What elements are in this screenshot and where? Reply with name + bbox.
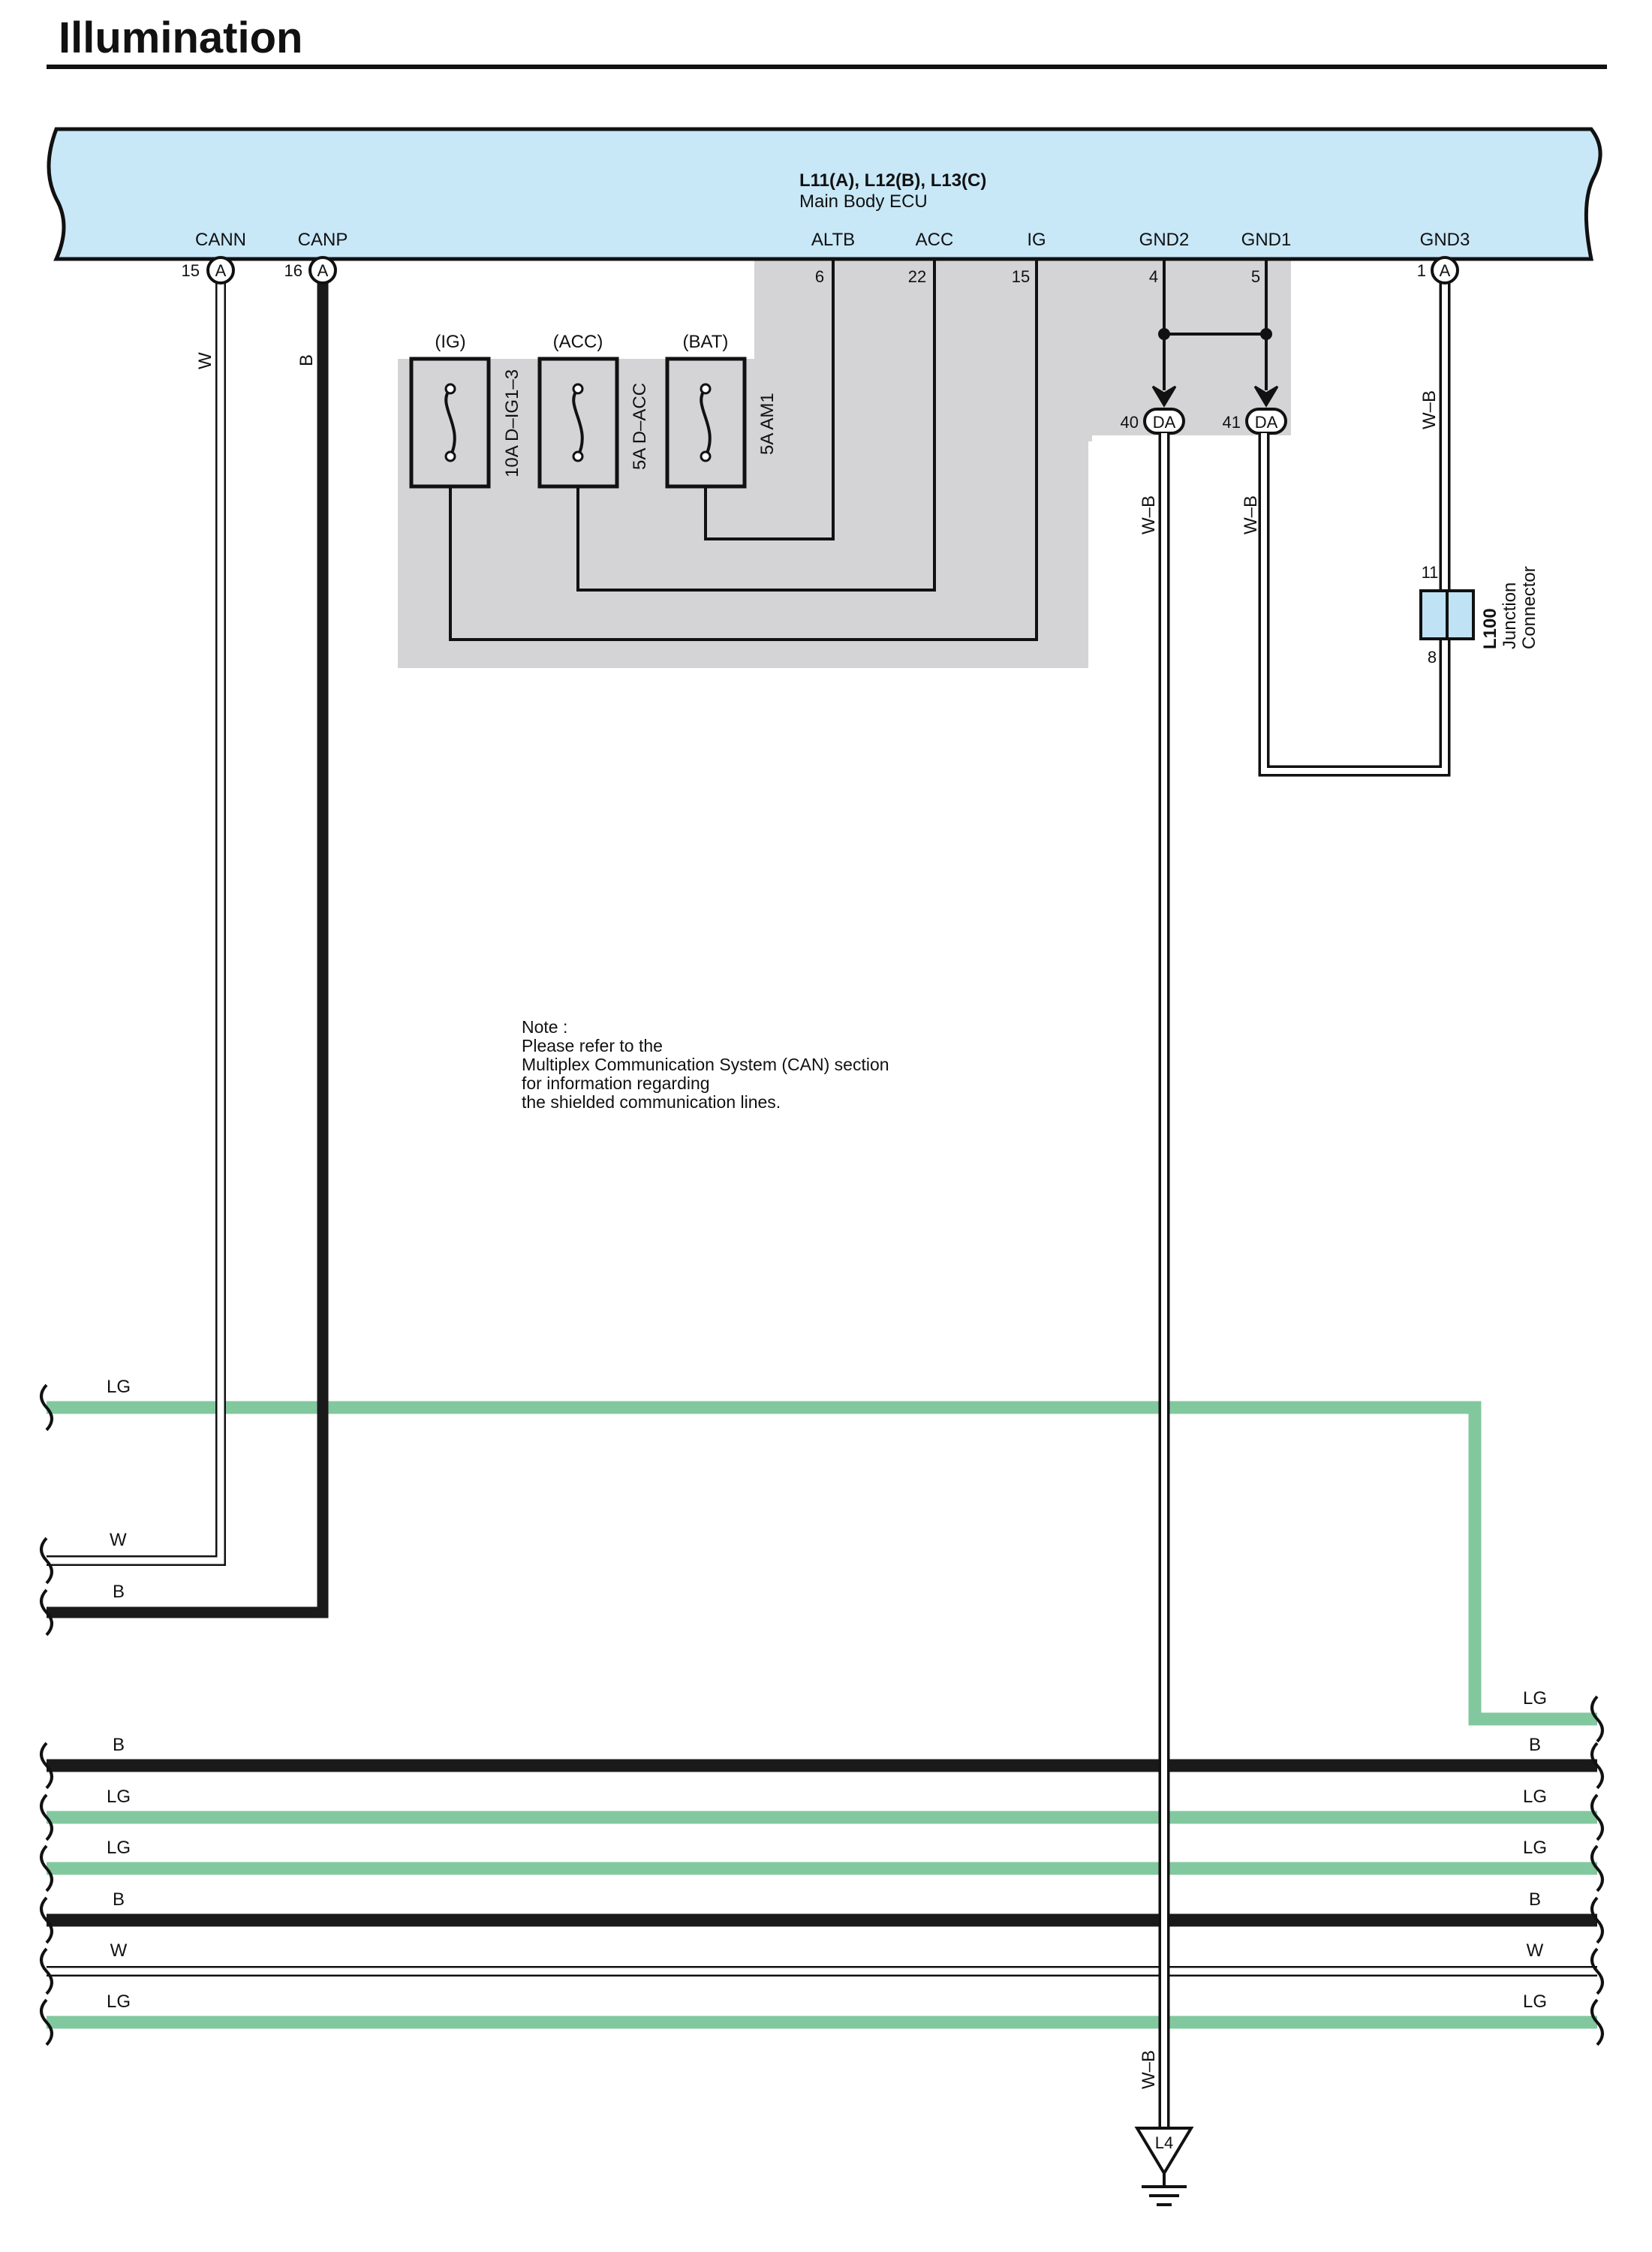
pin-name-gnd1: GND1 bbox=[1241, 230, 1292, 250]
svg-text:B: B bbox=[1529, 1735, 1541, 1755]
pin-num-acc: 22 bbox=[908, 267, 926, 286]
wire-label-gnd2: W–B bbox=[1139, 495, 1159, 534]
wire-canp bbox=[47, 270, 329, 1618]
svg-text:B: B bbox=[1529, 1889, 1541, 1910]
bus-rows bbox=[47, 1759, 1597, 2029]
wire-label-gnd3: W–B bbox=[1419, 390, 1440, 429]
ecu-code: L11(A), L12(B), L13(C) bbox=[799, 170, 986, 191]
ground-splice bbox=[1163, 259, 1268, 390]
svg-text:Multiplex Communication System: Multiplex Communication System (CAN) sec… bbox=[522, 1055, 889, 1074]
wire-gnd3 bbox=[1258, 270, 1451, 777]
fuse-label-acc: 5A D–ACC bbox=[630, 383, 650, 470]
connector-arrow-icon bbox=[1253, 385, 1279, 408]
connector-da-40: DA bbox=[1143, 408, 1185, 435]
svg-text:LG: LG bbox=[1523, 1992, 1547, 2012]
wire-label-canp: B bbox=[296, 354, 317, 366]
fuse-wiring bbox=[449, 259, 1038, 641]
wire-label-gnd1: W–B bbox=[1241, 495, 1261, 534]
connector-arrow-icon bbox=[1151, 385, 1177, 408]
svg-text:DA: DA bbox=[1153, 413, 1176, 432]
svg-text:Please refer to the: Please refer to the bbox=[522, 1036, 663, 1055]
connector-pin-a: A bbox=[1431, 256, 1459, 285]
fuse-group-ig: (IG) bbox=[435, 332, 465, 352]
connector-pin-a: A bbox=[308, 256, 337, 285]
junction-pin-bottom: 8 bbox=[1428, 648, 1437, 667]
pin-num-gnd3: 1 bbox=[1417, 261, 1426, 280]
fuse-group-bat: (BAT) bbox=[683, 332, 729, 352]
svg-text:LG: LG bbox=[107, 1838, 131, 1858]
svg-text:A: A bbox=[317, 261, 329, 280]
junction-line2: Connector bbox=[1519, 566, 1539, 649]
main-body-ecu: L11(A), L12(B), L13(C) Main Body ECU CAN… bbox=[47, 127, 1602, 261]
fuse-group-acc: (ACC) bbox=[553, 332, 603, 352]
junction-pin-top: 11 bbox=[1422, 563, 1439, 582]
wire-label-w-left: W bbox=[110, 1530, 127, 1550]
pin-name-canp: CANP bbox=[298, 230, 348, 250]
pin-num-gnd2: 4 bbox=[1149, 267, 1158, 286]
svg-text:A: A bbox=[215, 261, 227, 280]
svg-text:W: W bbox=[110, 1940, 128, 1961]
pin-name-cann: CANN bbox=[195, 230, 246, 250]
fuse-label-bat: 5A AM1 bbox=[757, 393, 778, 455]
fuse-bat bbox=[665, 357, 747, 489]
svg-text:B: B bbox=[113, 1889, 125, 1910]
pin-name-altb: ALTB bbox=[811, 230, 855, 250]
note-block: Note : Please refer to the Multiplex Com… bbox=[522, 1017, 889, 1112]
pin-name-ig: IG bbox=[1027, 230, 1046, 250]
splice-point bbox=[1158, 328, 1170, 340]
svg-text:for information regarding: for information regarding bbox=[522, 1073, 710, 1093]
pin-name-acc: ACC bbox=[916, 230, 954, 250]
connector-num-40: 40 bbox=[1121, 413, 1139, 432]
break-mark-left bbox=[40, 1383, 53, 2046]
fuse-ig bbox=[409, 357, 491, 489]
ground-icon bbox=[1134, 2127, 1194, 2206]
svg-text:W: W bbox=[1527, 1940, 1544, 1961]
shaded-region bbox=[398, 255, 1291, 668]
connector-pin-a: A bbox=[206, 256, 235, 285]
svg-text:LG: LG bbox=[107, 1787, 131, 1807]
junction-code: L100 bbox=[1480, 608, 1500, 649]
pin-name-gnd3: GND3 bbox=[1420, 230, 1470, 250]
pin-num-canp: 16 bbox=[284, 261, 302, 280]
svg-text:B: B bbox=[113, 1735, 125, 1755]
wire-cann bbox=[47, 270, 226, 1566]
pin-name-gnd2: GND2 bbox=[1139, 230, 1190, 250]
fuse-acc bbox=[537, 357, 619, 489]
svg-text:LG: LG bbox=[1523, 1787, 1547, 1807]
wire-lg-top bbox=[47, 1401, 1597, 1726]
connector-num-41: 41 bbox=[1223, 413, 1241, 432]
pin-num-altb: 6 bbox=[815, 267, 824, 286]
wire-label-b-left: B bbox=[113, 1582, 125, 1602]
svg-text:DA: DA bbox=[1255, 413, 1278, 432]
page-title: Illumination bbox=[59, 14, 302, 62]
svg-text:LG: LG bbox=[107, 1992, 131, 2012]
wire-label-ground-drop: W–B bbox=[1139, 2050, 1159, 2089]
fuse-label-ig: 10A D–IG1–3 bbox=[502, 369, 522, 477]
svg-text:Note :: Note : bbox=[522, 1017, 567, 1037]
splice-point bbox=[1260, 328, 1272, 340]
connector-da-41: DA bbox=[1245, 408, 1287, 435]
break-mark-right bbox=[1590, 1695, 1604, 2046]
svg-text:LG: LG bbox=[1523, 1838, 1547, 1858]
svg-text:the shielded communication lin: the shielded communication lines. bbox=[522, 1092, 781, 1112]
ground-code: L4 bbox=[1155, 2133, 1173, 2152]
pin-num-cann: 15 bbox=[182, 261, 200, 280]
bus-row-labels: B B LG LG LG LG B B W W LG LG bbox=[107, 1735, 1547, 2012]
ecu-name: Main Body ECU bbox=[799, 191, 928, 212]
wire-label-cann: W bbox=[195, 352, 215, 369]
pin-num-ig: 15 bbox=[1012, 267, 1030, 286]
wire-label-lg-right: LG bbox=[1523, 1688, 1547, 1709]
wire-label-lg-top: LG bbox=[107, 1377, 131, 1397]
svg-text:A: A bbox=[1440, 261, 1451, 280]
pin-num-gnd1: 5 bbox=[1251, 267, 1260, 286]
junction-connector-l100 bbox=[1419, 589, 1475, 640]
junction-line1: Junction bbox=[1500, 583, 1520, 649]
